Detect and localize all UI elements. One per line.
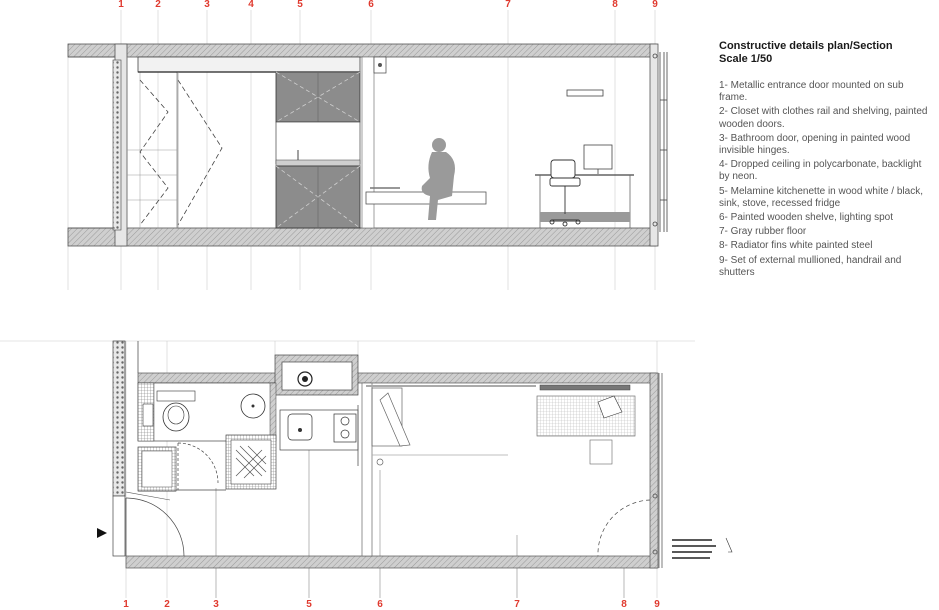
section-closet bbox=[126, 56, 178, 229]
plan-kitchenette bbox=[279, 405, 359, 466]
plan-shelf bbox=[361, 382, 373, 557]
legend-scale: Scale 1/50 bbox=[719, 53, 773, 65]
section-person-figure bbox=[421, 138, 455, 220]
legend-title: Constructive details plan/Section bbox=[719, 40, 893, 52]
section-right-wall bbox=[649, 43, 659, 247]
plan-right-wall bbox=[649, 372, 659, 569]
plan-bathroom bbox=[137, 382, 277, 442]
section-floor-slab bbox=[67, 227, 657, 247]
plan-marker-2: 2 bbox=[164, 599, 170, 610]
section-wall-lamp bbox=[566, 89, 604, 97]
section-external-mullion bbox=[652, 52, 668, 232]
legend-item: 2- Closet with clothes rail and shelving… bbox=[719, 106, 928, 130]
plan-desk bbox=[536, 395, 636, 465]
section-kitchenette bbox=[275, 71, 361, 229]
plan-bed bbox=[371, 387, 508, 466]
legend-item: 6- Painted wooden shelve, lighting spot bbox=[719, 212, 894, 224]
plan-leader-lines bbox=[215, 440, 625, 598]
plan-bathroom-door-swing bbox=[177, 442, 219, 490]
legend-item: 3- Bathroom door, opening in painted woo… bbox=[719, 132, 911, 157]
plan-marker-8: 8 bbox=[621, 599, 627, 610]
plan-radiator bbox=[539, 384, 631, 391]
section-marker-3: 3 bbox=[204, 0, 210, 10]
section-dropped-ceiling bbox=[137, 56, 361, 73]
section-bathroom-door-swing bbox=[139, 79, 169, 226]
legend-item: 8- Radiator fins white painted steel bbox=[719, 240, 873, 252]
plan-marker-9: 9 bbox=[654, 599, 660, 610]
plan-left-wall bbox=[112, 340, 126, 497]
section-marker-8: 8 bbox=[612, 0, 618, 10]
section-view bbox=[67, 10, 668, 290]
legend-item: 4- Dropped ceiling in polycarbonate, bac… bbox=[719, 159, 922, 183]
legend-list: 1- Metallic entrance door mounted on sub… bbox=[719, 80, 934, 279]
plan-marker-6: 6 bbox=[377, 599, 383, 610]
plan-view bbox=[0, 340, 733, 598]
section-office-chair bbox=[549, 159, 581, 227]
section-marker-4: 4 bbox=[248, 0, 254, 10]
plan-top-wall bbox=[137, 372, 657, 384]
section-marker-9: 9 bbox=[652, 0, 658, 10]
plan-external-mullion bbox=[652, 373, 663, 568]
plan-marker-1: 1 bbox=[123, 599, 129, 610]
legend-item: 1- Metallic entrance door mounted on sub… bbox=[719, 80, 904, 104]
section-marker-5: 5 bbox=[297, 0, 303, 10]
plan-entrance-door bbox=[112, 495, 185, 557]
section-entrance-door bbox=[112, 59, 122, 231]
section-shelf bbox=[361, 56, 375, 229]
section-desk bbox=[535, 144, 634, 228]
legend: Constructive details plan/Section Scale … bbox=[719, 40, 934, 281]
legend-item: 9- Set of external mullioned, handrail a… bbox=[719, 254, 902, 278]
plan-marker-5: 5 bbox=[306, 599, 312, 610]
legend-item: 7- Gray rubber floor bbox=[719, 226, 807, 238]
legend-item: 5- Melamine kitchenette in wood white / … bbox=[719, 185, 923, 209]
plan-balcony-door-swing bbox=[597, 499, 651, 557]
section-marker-6: 6 bbox=[368, 0, 374, 10]
section-marker-1: 1 bbox=[118, 0, 124, 10]
section-marker-7: 7 bbox=[505, 0, 511, 10]
section-marker-2: 2 bbox=[155, 0, 161, 10]
entrance-arrow-icon bbox=[97, 528, 107, 538]
plan-marker-3: 3 bbox=[213, 599, 219, 610]
plan-marker-7: 7 bbox=[514, 599, 520, 610]
section-ceiling-slab bbox=[67, 43, 657, 58]
plan-bottom-wall bbox=[125, 555, 658, 569]
plan-shutters bbox=[672, 539, 716, 559]
